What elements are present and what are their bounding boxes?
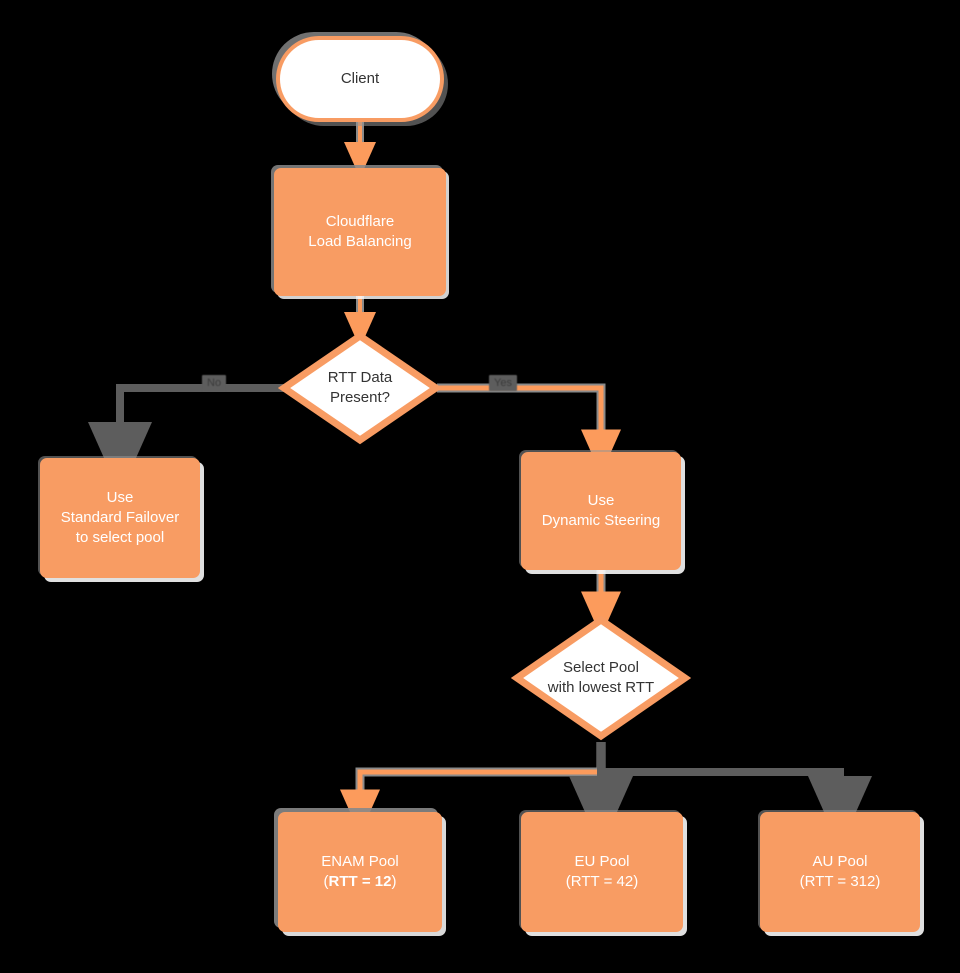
- node-sf-line3: to select pool: [75, 528, 165, 546]
- node-enam-rtt-value: RTT = 12: [328, 873, 392, 890]
- node-eu-rtt-value: RTT = 42: [570, 873, 634, 890]
- node-au-rtt: (RTT = 312): [800, 872, 881, 892]
- node-au-rtt-value: RTT = 312: [804, 873, 876, 890]
- node-select-pool-decision[interactable]: Select Pool with lowest RTT: [511, 614, 691, 742]
- diamond-shape-select-pool: [511, 615, 691, 741]
- node-client[interactable]: Client: [276, 36, 444, 122]
- edge-rtt-no-to-standard-failover: [88, 384, 284, 494]
- node-sf-line1: Use: [106, 489, 134, 507]
- node-enam-close-paren: ): [391, 873, 397, 890]
- node-enam-name: ENAM Pool: [321, 853, 399, 871]
- node-au-close-paren: ): [875, 873, 881, 890]
- node-standard-failover[interactable]: Use Standard Failover to select pool: [40, 458, 200, 578]
- node-dynamic-steering-label: Use Dynamic Steering: [542, 491, 660, 531]
- node-enam-rtt: (RTT = 12): [321, 872, 399, 892]
- edge-rtt-yes-to-dynamic-steering: [437, 383, 621, 475]
- node-au-open-paren: (: [799, 873, 805, 890]
- node-au-pool[interactable]: AU Pool (RTT = 312): [760, 812, 920, 932]
- node-au-name: AU Pool: [812, 853, 868, 871]
- node-eu-open-paren: (: [565, 873, 571, 890]
- node-enam-open-paren: (: [323, 873, 329, 890]
- edge-label-no: No: [202, 375, 227, 392]
- node-client-label: Client: [340, 70, 380, 88]
- node-dynamic-steering[interactable]: Use Dynamic Steering: [521, 452, 681, 570]
- edge-select-pool-to-au-pool: [601, 768, 872, 848]
- node-ds-line1: Use: [587, 492, 615, 510]
- node-cloudflare-load-balancing-label: Cloudflare Load Balancing: [308, 212, 411, 252]
- node-rtt-data-present-decision[interactable]: RTT Data Present?: [278, 330, 442, 446]
- node-enam-pool[interactable]: ENAM Pool (RTT = 12): [278, 812, 442, 932]
- node-sf-line2: Standard Failover: [60, 509, 180, 527]
- node-eu-rtt: (RTT = 42): [566, 872, 638, 892]
- node-enam-pool-label: ENAM Pool (RTT = 12): [321, 852, 399, 892]
- node-ds-line2: Dynamic Steering: [541, 512, 661, 529]
- node-eu-close-paren: ): [633, 873, 639, 890]
- edge-label-yes: Yes: [489, 375, 517, 392]
- node-eu-pool-label: EU Pool (RTT = 42): [566, 852, 638, 892]
- node-au-pool-label: AU Pool (RTT = 312): [800, 852, 881, 892]
- node-lb-line1: Cloudflare: [325, 213, 395, 231]
- node-standard-failover-label: Use Standard Failover to select pool: [61, 488, 179, 547]
- edge-select-pool-to-enam-pool: [340, 742, 606, 835]
- node-eu-pool[interactable]: EU Pool (RTT = 42): [521, 812, 683, 932]
- node-eu-name: EU Pool: [574, 853, 630, 871]
- node-cloudflare-load-balancing[interactable]: Cloudflare Load Balancing: [274, 168, 446, 296]
- node-lb-line2: Load Balancing: [308, 233, 412, 250]
- diamond-shape-rtt: [278, 331, 442, 445]
